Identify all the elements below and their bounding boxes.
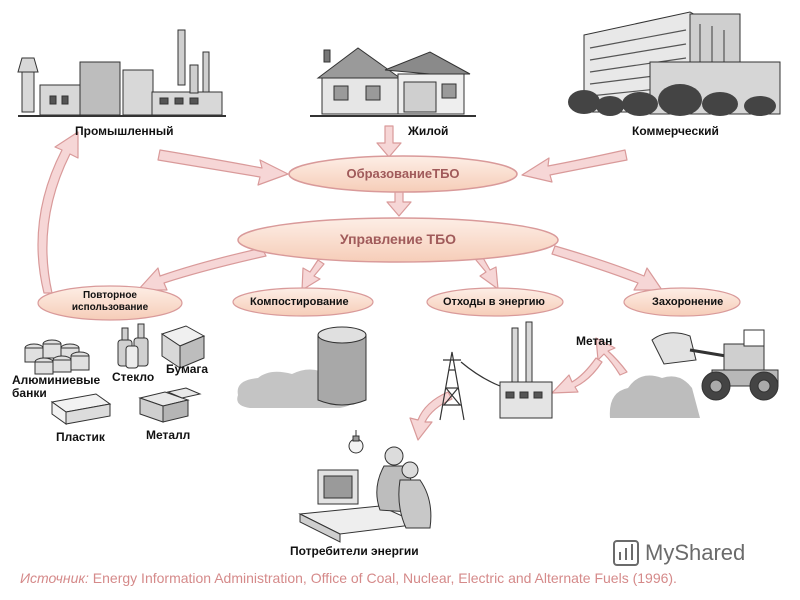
arrow-methane-to-plant [551, 357, 603, 394]
reuse-label: Повторное использование [71, 290, 149, 313]
source-text: Energy Information Administration, Offic… [88, 570, 677, 586]
arrow-landfill-to-methane [595, 337, 628, 376]
arrow-commercial-to-generation [521, 149, 628, 183]
commercial-label: Коммерческий [632, 124, 719, 138]
arrow-management-to-wte [475, 255, 499, 290]
management-label: Управление ТБО [339, 231, 457, 247]
myshared-watermark: MyShared [645, 540, 746, 565]
plastic-sheets-illustration [50, 393, 112, 425]
aluminum-cans-illustration [24, 339, 90, 375]
power-plant-illustration [499, 321, 553, 419]
management-oval [237, 217, 559, 263]
residential-label: Жилой [408, 124, 449, 138]
paper-stack-illustration [160, 325, 206, 369]
compost-bin-illustration [237, 326, 367, 408]
arrow-management-to-reuse [137, 247, 267, 291]
wte-oval [426, 287, 564, 317]
commercial-building-illustration [568, 11, 781, 116]
plastic-label: Пластик [56, 430, 105, 444]
loader-vehicle-illustration [651, 329, 779, 401]
industrial-label: Промышленный [75, 124, 174, 138]
metal-blocks-illustration [138, 387, 202, 423]
arrow-residential-to-generation [376, 125, 402, 158]
arrow-management-to-landfill [551, 245, 663, 291]
arrow-reuse-to-industrial [37, 131, 79, 294]
generation-oval [288, 155, 518, 193]
reuse-oval [37, 285, 183, 321]
energy-consumers-illustration [298, 430, 432, 543]
methane-label: Метан [576, 334, 613, 348]
arrow-power-to-consumers [409, 391, 453, 441]
myshared-logo-icon [613, 540, 639, 566]
source-caption: Источник: Energy Information Administrat… [20, 570, 677, 586]
glass-bottles-illustration [117, 323, 149, 369]
aluminum-label: Алюминиевые банки [12, 373, 101, 400]
landfill-mound-illustration [609, 375, 700, 418]
composting-oval [232, 287, 374, 317]
consumers-label: Потребители энергии [290, 544, 419, 558]
house-illustration [310, 47, 476, 117]
composting-label: Компостирование [250, 296, 349, 308]
source-prefix: Источник: [20, 570, 89, 586]
glass-label: Стекло [112, 370, 155, 384]
landfill-oval [623, 287, 741, 317]
arrow-generation-to-management [386, 189, 412, 217]
arrow-management-to-composting [301, 259, 325, 291]
paper-label: Бумага [166, 362, 209, 376]
metal-label: Металл [146, 428, 191, 442]
generation-label: ОбразованиеТБО [346, 166, 460, 181]
wte-label: Отходы в энергию [443, 296, 545, 308]
power-pylon-illustration [439, 351, 501, 421]
industrial-plant-illustration [17, 29, 226, 117]
arrow-industrial-to-generation [157, 149, 289, 186]
landfill-label: Захоронение [652, 296, 724, 308]
